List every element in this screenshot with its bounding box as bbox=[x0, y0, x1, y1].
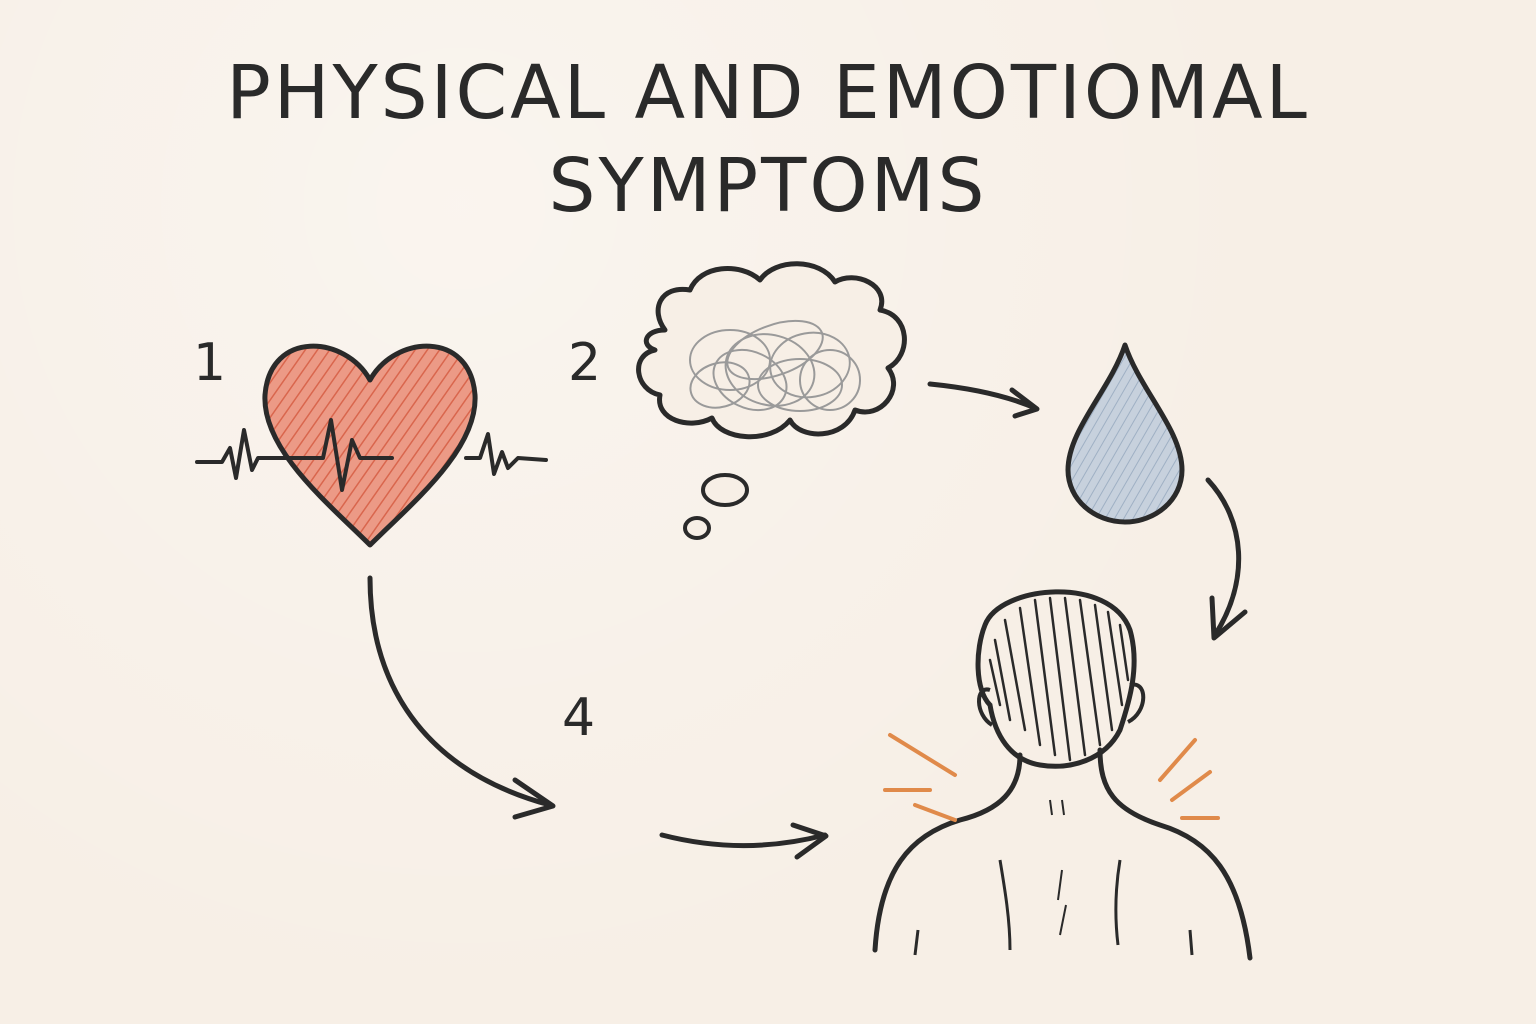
arrow-drop-to-person bbox=[1205, 477, 1248, 641]
heart-icon bbox=[262, 343, 478, 548]
arrow-heart-down-to-four bbox=[367, 575, 556, 820]
hair-hatching bbox=[988, 596, 1130, 762]
thought-cloud-icon bbox=[636, 261, 907, 540]
arrow-cloud-to-drop bbox=[927, 381, 1040, 419]
water-drop-icon bbox=[1065, 342, 1185, 525]
arrow-four-to-person bbox=[659, 822, 829, 860]
title-line-2: SYMPTOMS bbox=[548, 143, 988, 229]
person-back-icon bbox=[872, 589, 1253, 961]
step-number-1: 1 bbox=[193, 333, 227, 393]
heartbeat-line bbox=[195, 418, 548, 492]
step-number-2: 2 bbox=[568, 333, 602, 393]
title-line-1: PHYSICAL AND EMOTIOMAL bbox=[226, 50, 1310, 136]
step-number-4: 4 bbox=[562, 688, 596, 748]
cloud-scribble bbox=[689, 319, 861, 412]
tension-marks bbox=[883, 733, 1220, 822]
